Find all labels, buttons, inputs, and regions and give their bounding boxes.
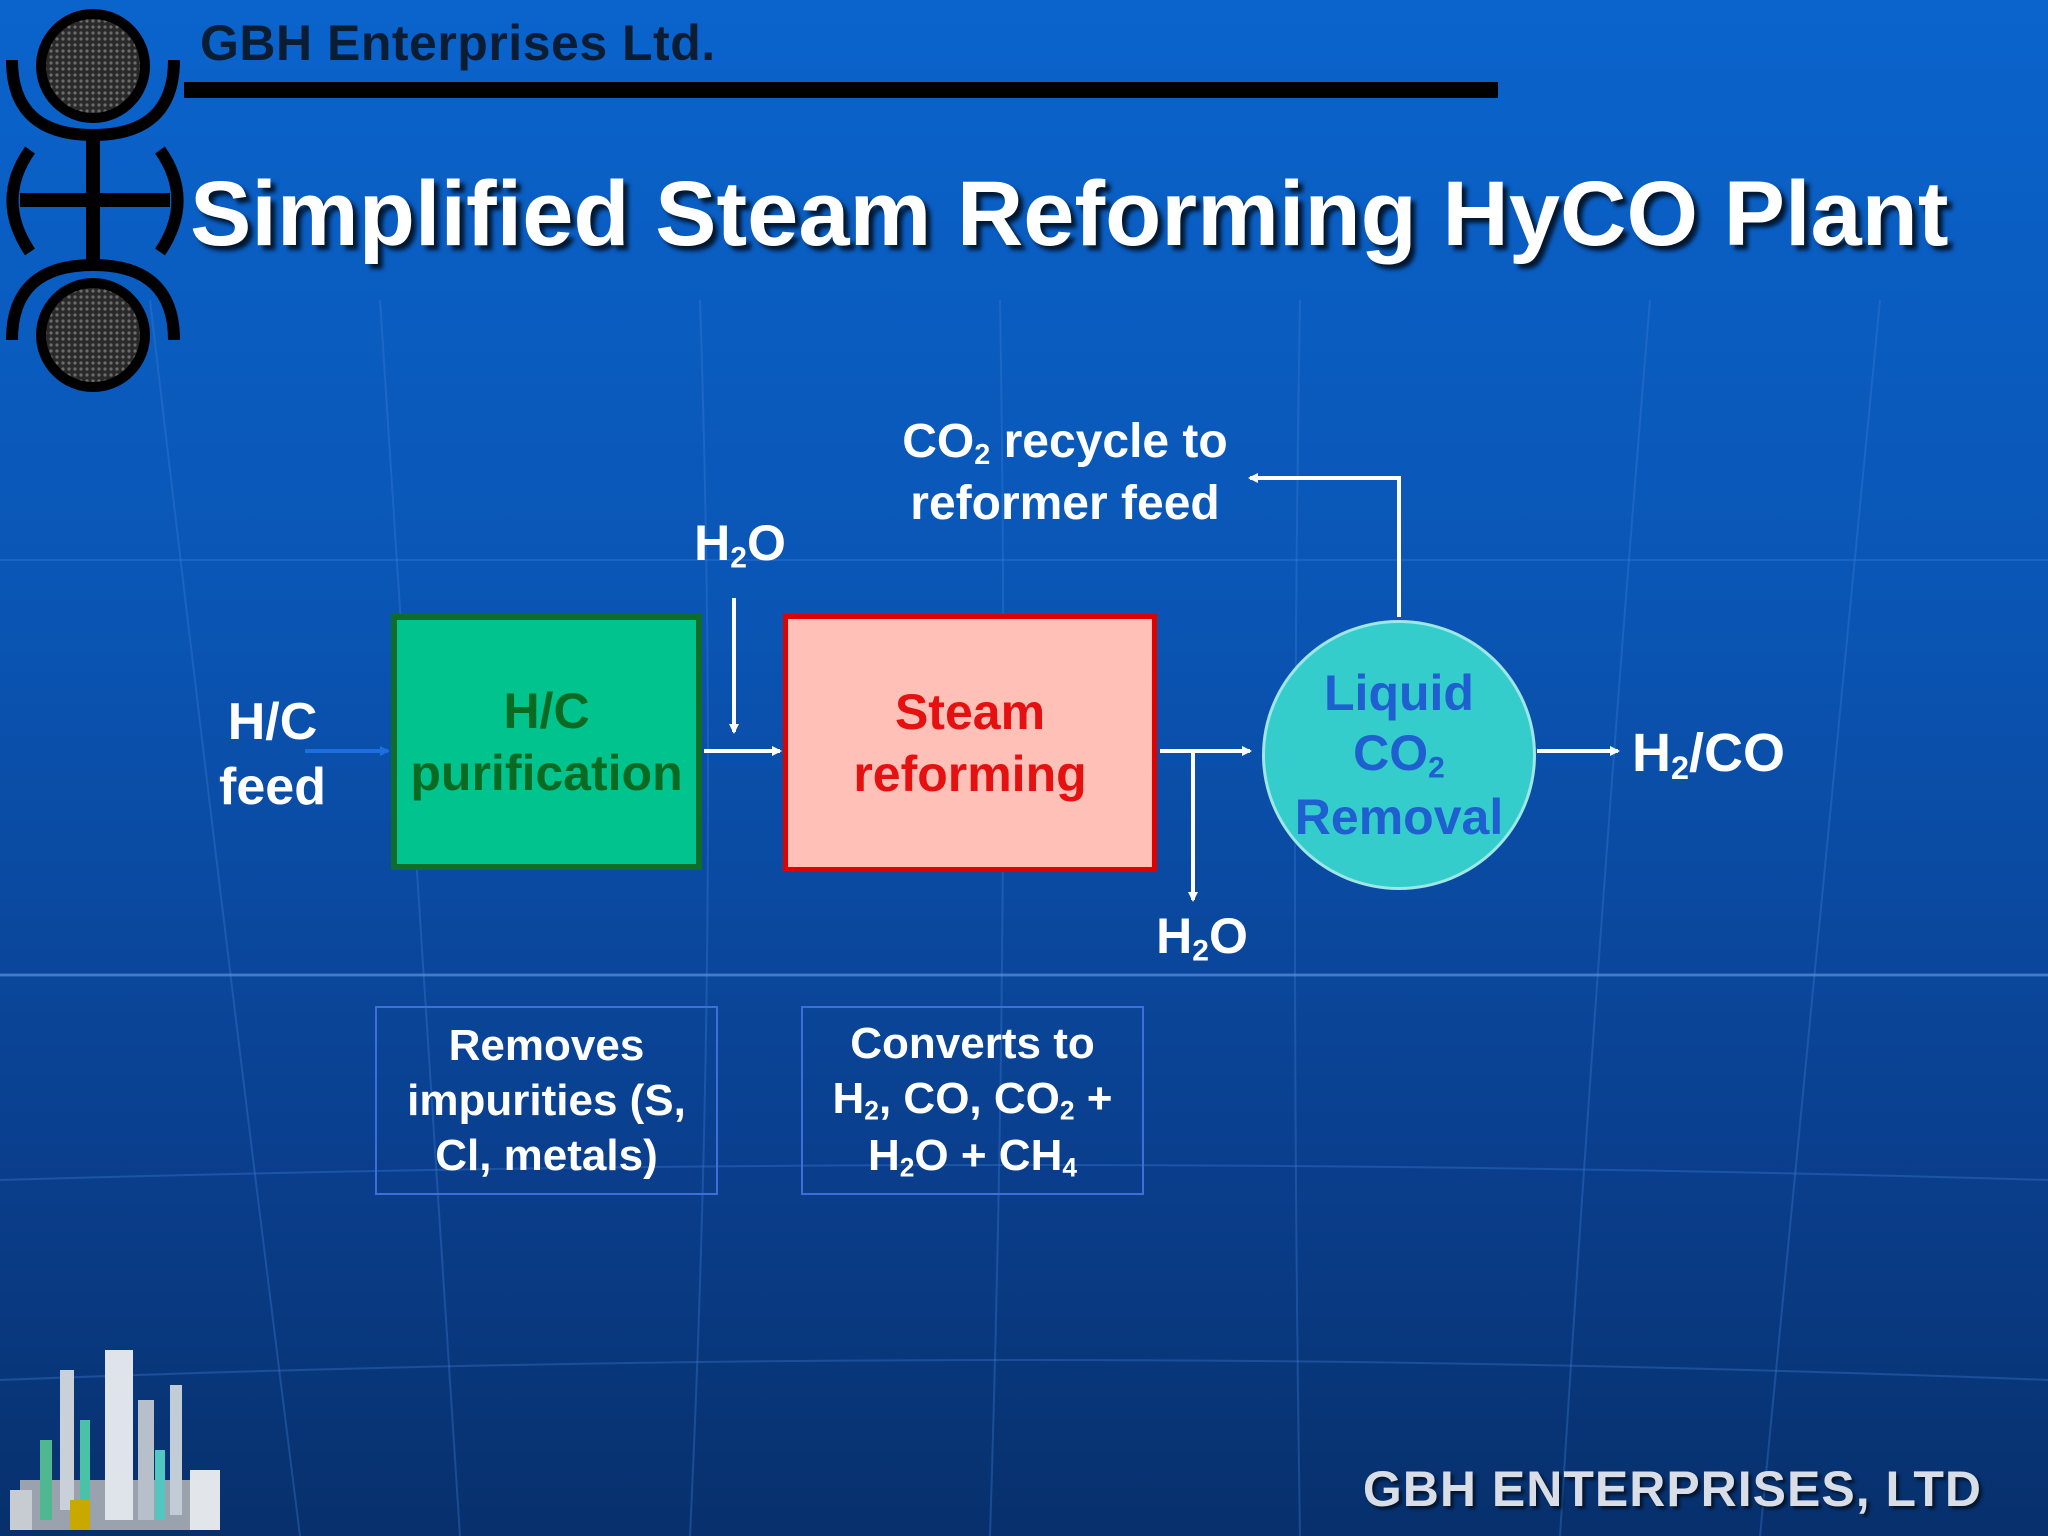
recycle-line2: reformer feed: [910, 477, 1220, 531]
steam-reforming-box: Steam reforming: [783, 614, 1157, 872]
co2-removal-line3: Removal: [1294, 788, 1504, 845]
slide-title: Simplified Steam Reforming HyCO Plant: [190, 163, 1949, 265]
feed-label-line1: H/C: [227, 693, 318, 751]
co2-removal-line1: Liquid: [1324, 665, 1474, 722]
purification-line1: H/C: [503, 682, 590, 739]
company-logo: [6, 9, 184, 392]
feed-label-line2: feed: [219, 758, 326, 816]
water-in-label: H2O: [694, 515, 786, 575]
reforming-note: Converts to H2, CO, CO2 + H2O + CH4: [801, 1006, 1144, 1195]
feed-label: H/C feed: [200, 690, 345, 820]
co2-removal-line2: CO2: [1353, 725, 1445, 785]
steam-line1: Steam: [894, 683, 1046, 740]
water-out-label: H2O: [1156, 908, 1248, 968]
footer-company: GBH ENTERPRISES, LTD: [1362, 1461, 1982, 1517]
steam-line2: reforming: [853, 746, 1087, 802]
recycle-line1: CO2 recycle to: [902, 415, 1228, 472]
header-rule: [184, 82, 1498, 98]
hc-purification-box: H/C purification: [391, 614, 702, 870]
purification-line2: purification: [410, 745, 683, 801]
company-name: GBH Enterprises Ltd.: [200, 15, 716, 71]
refinery-illustration: [10, 1350, 220, 1530]
purification-note: Removes impurities (S, Cl, metals): [375, 1006, 718, 1195]
recycle-arrow: [1248, 473, 1401, 617]
co2-removal-circle: Liquid CO2 Removal: [1262, 620, 1536, 890]
co2-recycle-label: CO2 recycle to reformer feed: [870, 412, 1260, 534]
product-label: H2/CO: [1632, 723, 1786, 787]
